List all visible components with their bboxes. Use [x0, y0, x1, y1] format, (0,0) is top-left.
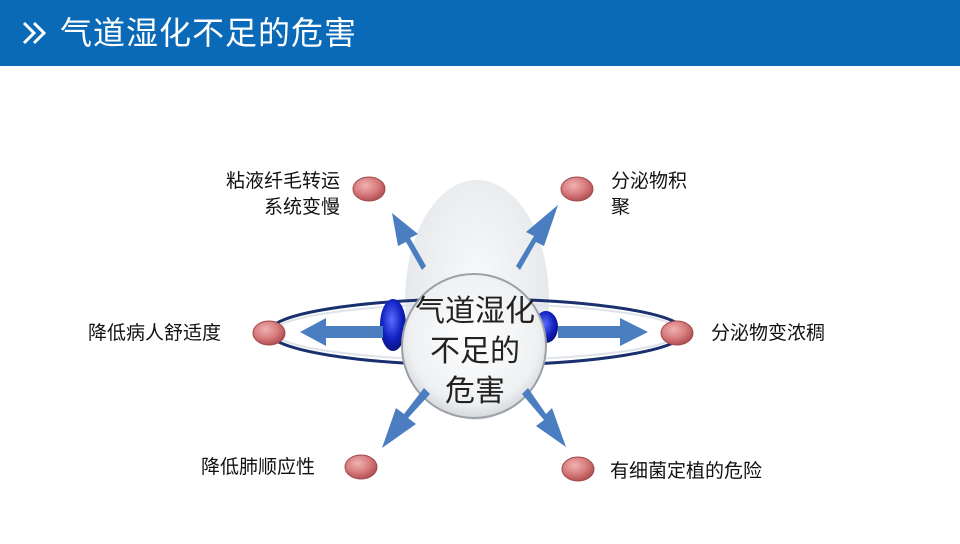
node-middle-left — [252, 320, 286, 346]
label-top-right: 分泌物积 聚 — [611, 170, 688, 218]
node-bottom-left — [344, 454, 378, 480]
node-middle-right — [660, 320, 694, 346]
header-bar: 气道湿化不足的危害 — [0, 0, 960, 66]
blue-blob-left — [380, 299, 406, 351]
label-bottom-left: 降低肺顺应性 — [201, 456, 316, 478]
arrow-top-right — [516, 205, 558, 270]
node-top-left — [352, 176, 386, 202]
arrow-bottom-left — [382, 388, 430, 448]
center-label-line-2: 不足的 — [430, 334, 520, 369]
arrow-left — [300, 318, 383, 346]
center-label-line-1: 气道湿化 — [415, 294, 535, 329]
page-title: 气道湿化不足的危害 — [60, 14, 358, 52]
magnifier-lens — [401, 273, 547, 419]
center-label: 气道湿化 不足的 危害 — [400, 292, 550, 412]
arrow-right — [558, 318, 648, 346]
label-bottom-right: 有细菌定植的危险 — [610, 460, 763, 482]
label-top-left: 粘液纤毛转运 系统变慢 — [225, 170, 340, 218]
arrow-top-left — [392, 213, 426, 270]
label-middle-left: 降低病人舒适度 — [88, 322, 222, 344]
arrow-bottom-right — [522, 388, 566, 447]
node-bottom-right — [561, 456, 595, 482]
label-middle-right: 分泌物变浓稠 — [711, 322, 826, 344]
double-chevron-right-icon — [22, 21, 47, 45]
center-label-line-3: 危害 — [445, 374, 505, 409]
node-top-right — [560, 176, 594, 202]
